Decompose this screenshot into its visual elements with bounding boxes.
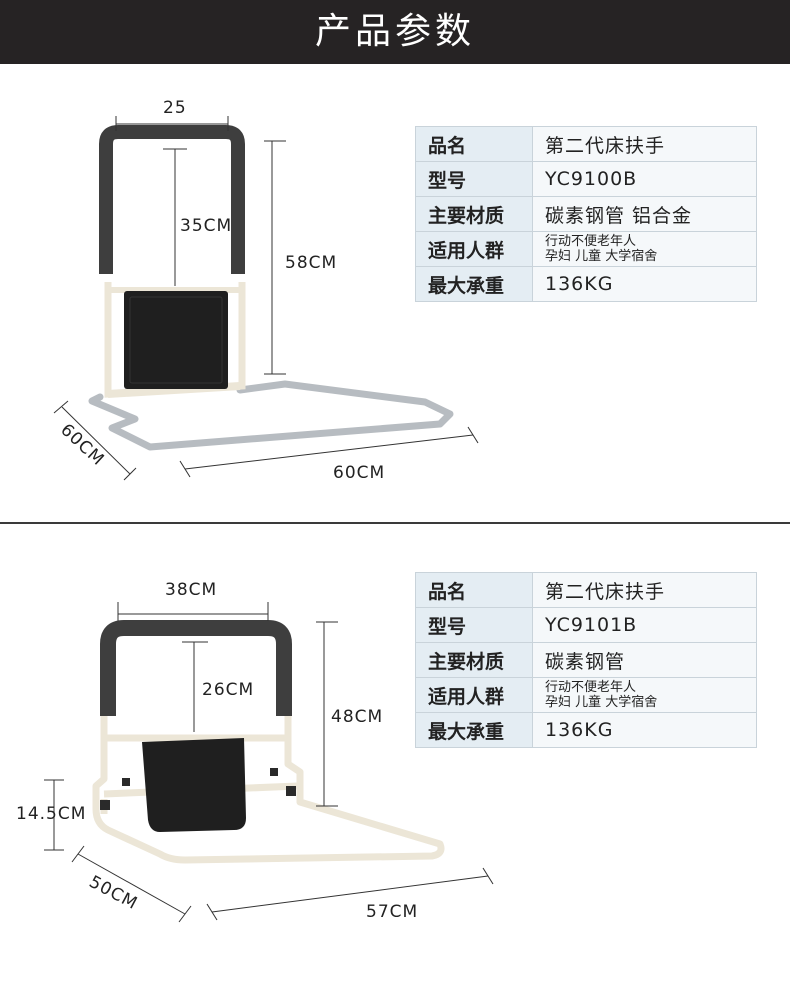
spec-row: 主要材质 碳素钢管 铝合金 xyxy=(415,196,757,232)
product-section-1: 25 35CM 58CM 60CM 60CM 品名 第二代床扶手 型号 YC91… xyxy=(0,64,790,522)
spec-value: 碳素钢管 铝合金 xyxy=(532,196,757,232)
spec-table-1: 品名 第二代床扶手 型号 YC9100B 主要材质 碳素钢管 铝合金 适用人群 … xyxy=(415,126,757,302)
spec-value: 行动不便老年人 孕妇 儿童 大学宿舍 xyxy=(532,231,757,267)
product-section-2: 38CM 26CM 48CM 14.5CM 50CM 57CM 品名 第二代床扶… xyxy=(0,524,790,1001)
dim-total-height: 48CM xyxy=(331,707,384,727)
spec-row: 最大承重 136KG xyxy=(415,712,757,748)
spec-value: YC9100B xyxy=(532,161,757,197)
spec-row: 适用人群 行动不便老年人 孕妇 儿童 大学宿舍 xyxy=(415,677,757,713)
spec-table-2: 品名 第二代床扶手 型号 YC9101B 主要材质 碳素钢管 适用人群 行动不便… xyxy=(415,572,757,748)
spec-key: 型号 xyxy=(415,161,533,197)
dim-total-height: 58CM xyxy=(285,253,338,273)
spec-key: 主要材质 xyxy=(415,642,533,678)
spec-key: 适用人群 xyxy=(415,231,533,267)
page-title: 产品参数 xyxy=(314,11,475,52)
section-divider xyxy=(0,522,790,524)
spec-value-line: 行动不便老年人 xyxy=(545,680,637,695)
spec-row: 型号 YC9101B xyxy=(415,607,757,643)
spec-key: 品名 xyxy=(415,572,533,608)
spec-row: 主要材质 碳素钢管 xyxy=(415,642,757,678)
bed-rail-illustration-1 xyxy=(53,116,479,481)
spec-value: 136KG xyxy=(532,712,757,748)
dim-handle-height: 35CM xyxy=(180,216,233,236)
spec-value: 第二代床扶手 xyxy=(532,126,757,162)
dim-top-width: 38CM xyxy=(165,580,218,600)
spec-key: 主要材质 xyxy=(415,196,533,232)
spec-key: 型号 xyxy=(415,607,533,643)
spec-row: 品名 第二代床扶手 xyxy=(415,126,757,162)
spec-value: 行动不便老年人 孕妇 儿童 大学宿舍 xyxy=(532,677,757,713)
spec-value-line: 孕妇 儿童 大学宿舍 xyxy=(545,695,658,710)
spec-key: 最大承重 xyxy=(415,712,533,748)
dim-top-width: 25 xyxy=(163,98,187,118)
spec-value: 136KG xyxy=(532,266,757,302)
spec-row: 最大承重 136KG xyxy=(415,266,757,302)
spec-value: 第二代床扶手 xyxy=(532,572,757,608)
dim-width: 60CM xyxy=(333,463,386,483)
spec-key: 品名 xyxy=(415,126,533,162)
spec-row: 品名 第二代床扶手 xyxy=(415,572,757,608)
spec-row: 型号 YC9100B xyxy=(415,161,757,197)
spec-key: 适用人群 xyxy=(415,677,533,713)
spec-key: 最大承重 xyxy=(415,266,533,302)
bed-rail-illustration-2 xyxy=(44,602,494,923)
dim-handle-height: 26CM xyxy=(202,680,255,700)
dim-base-height: 14.5CM xyxy=(16,804,87,824)
spec-value: YC9101B xyxy=(532,607,757,643)
spec-value-line: 孕妇 儿童 大学宿舍 xyxy=(545,249,658,264)
spec-value-line: 行动不便老年人 xyxy=(545,234,637,249)
header-banner: 产品参数 xyxy=(0,0,790,64)
spec-row: 适用人群 行动不便老年人 孕妇 儿童 大学宿舍 xyxy=(415,231,757,267)
dim-width: 57CM xyxy=(366,902,419,922)
spec-value: 碳素钢管 xyxy=(532,642,757,678)
